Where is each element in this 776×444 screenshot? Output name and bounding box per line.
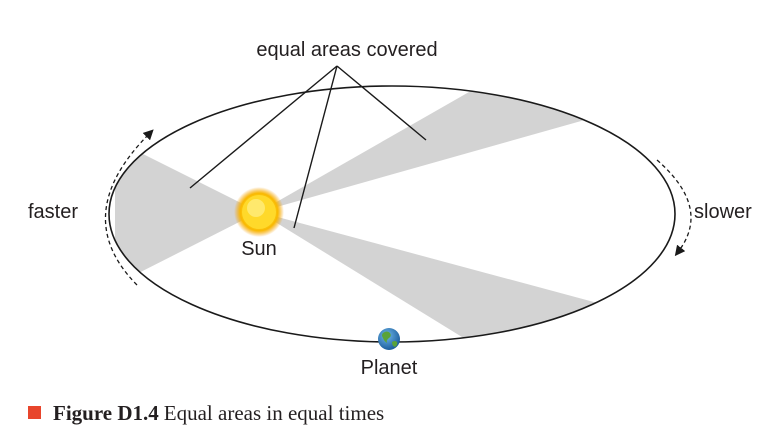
pointer-line-middle	[293, 65, 338, 229]
earth-globe-icon	[378, 328, 400, 350]
swept-area-left	[115, 140, 259, 285]
swept-area-lower-right	[259, 212, 605, 342]
planet-label: Planet	[361, 357, 418, 379]
slower-direction-arrow	[656, 159, 692, 257]
faster-label: faster	[28, 201, 78, 223]
pointer-line-right	[336, 65, 427, 141]
swept-area-upper-right	[259, 86, 620, 212]
caption-marker	[28, 406, 41, 419]
sun-icon	[234, 187, 284, 237]
slower-label: slower	[694, 201, 752, 223]
equal-areas-label: equal areas covered	[256, 39, 437, 61]
pointer-line-left	[189, 65, 338, 189]
figure-number: Figure D1.4	[53, 401, 159, 425]
sun-label: Sun	[241, 238, 277, 260]
faster-direction-arrow	[104, 129, 154, 286]
swept-areas	[115, 86, 620, 342]
label-pointer-lines	[189, 65, 427, 229]
caption-text: Equal areas in equal times	[163, 401, 385, 425]
